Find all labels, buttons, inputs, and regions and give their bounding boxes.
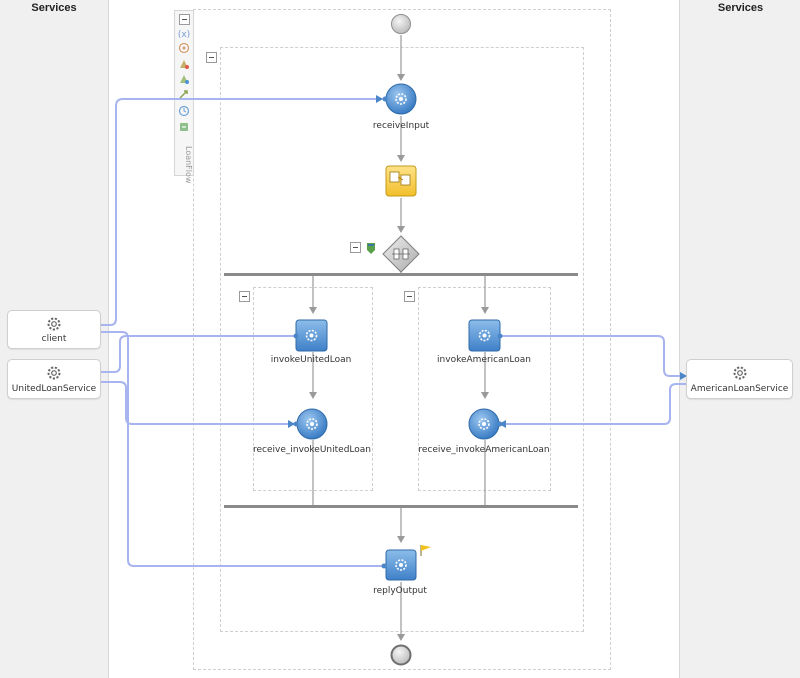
receive-american-label: receive_invokeAmericanLoan bbox=[418, 445, 550, 455]
invoke-american-loan-activity[interactable] bbox=[468, 319, 503, 352]
flow-gateway-icon bbox=[392, 248, 410, 260]
gear-icon bbox=[478, 329, 491, 342]
lane-title-left: Services bbox=[31, 2, 77, 14]
gear-icon bbox=[733, 366, 746, 380]
compensation-handler-icon[interactable] bbox=[178, 105, 190, 117]
process-scope bbox=[193, 9, 611, 670]
svg-text:(x): (x) bbox=[178, 30, 190, 39]
receive-input-label: receiveInput bbox=[372, 121, 430, 131]
flow-split-bar bbox=[224, 273, 578, 276]
event-handler-icon[interactable] bbox=[178, 89, 190, 101]
partner-link-icon[interactable] bbox=[178, 58, 190, 70]
reply-output-label: replyOutput bbox=[373, 586, 427, 596]
gear-icon bbox=[305, 329, 318, 342]
assign-icon bbox=[389, 171, 411, 186]
link-american-invoke[interactable] bbox=[500, 335, 687, 380]
end-event-icon[interactable] bbox=[390, 644, 412, 666]
correlation-set-icon[interactable] bbox=[178, 42, 190, 54]
flow-gateway[interactable] bbox=[382, 235, 420, 273]
invoke-american-label: invokeAmericanLoan bbox=[437, 355, 531, 365]
lane-title-right: Services bbox=[717, 2, 764, 14]
client-label: client bbox=[41, 334, 67, 344]
link-united-receive[interactable] bbox=[96, 381, 295, 428]
services-lane-right: Services bbox=[679, 0, 800, 678]
palette-label: LoanFlow bbox=[184, 146, 193, 184]
gear-icon bbox=[47, 366, 61, 380]
united-loan-service-label: UnitedLoanService bbox=[11, 384, 97, 394]
receive-input-activity[interactable] bbox=[382, 83, 417, 115]
gear-icon bbox=[306, 418, 318, 430]
collapse-american-branch-button[interactable] bbox=[404, 291, 415, 302]
receive-united-label: receive_invokeUnitedLoan bbox=[252, 445, 372, 455]
united-loan-service[interactable]: UnitedLoanService bbox=[7, 359, 101, 399]
client-service[interactable]: client bbox=[7, 310, 101, 349]
gear-icon bbox=[47, 317, 61, 331]
activity-palette: (x) LoanFlow bbox=[174, 10, 194, 183]
gear-icon bbox=[395, 93, 407, 105]
collapse-united-branch-button[interactable] bbox=[239, 291, 250, 302]
assign-activity[interactable] bbox=[385, 165, 417, 197]
flow-join-bar bbox=[224, 505, 578, 508]
receive-united-loan-activity[interactable] bbox=[293, 408, 328, 440]
invoke-united-label: invokeUnitedLoan bbox=[270, 355, 352, 365]
flow-expand-icon[interactable] bbox=[367, 243, 375, 254]
main-sequence bbox=[220, 47, 584, 632]
receive-american-loan-activity[interactable] bbox=[468, 408, 503, 440]
partner-links bbox=[96, 95, 687, 567]
link-client-reply[interactable] bbox=[98, 331, 382, 567]
flag-icon bbox=[420, 545, 431, 556]
american-loan-service-label: AmericanLoanService bbox=[690, 384, 789, 394]
start-event-icon[interactable] bbox=[391, 14, 411, 34]
link-united-invoke[interactable] bbox=[96, 335, 294, 373]
flow-connectors bbox=[309, 35, 489, 641]
palette-collapse-button[interactable] bbox=[179, 14, 190, 25]
gear-icon bbox=[478, 418, 490, 430]
link-american-receive[interactable] bbox=[499, 383, 686, 428]
collapse-flow-button[interactable] bbox=[350, 242, 361, 253]
termination-handler-icon[interactable] bbox=[178, 121, 190, 133]
reply-output-activity[interactable] bbox=[381, 549, 417, 581]
collapse-main-sequence-button[interactable] bbox=[206, 52, 217, 63]
american-loan-service[interactable]: AmericanLoanService bbox=[686, 359, 793, 399]
link-client-receive[interactable] bbox=[98, 95, 383, 326]
gear-icon bbox=[395, 559, 407, 571]
variable-icon[interactable]: (x) bbox=[178, 27, 190, 39]
fault-handler-icon[interactable] bbox=[178, 73, 190, 85]
invoke-united-loan-activity[interactable] bbox=[293, 319, 328, 352]
